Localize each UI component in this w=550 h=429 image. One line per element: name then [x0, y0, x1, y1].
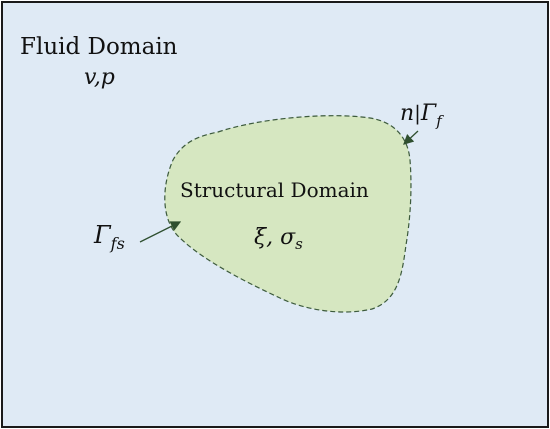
interface-symbol: Γ	[93, 221, 112, 249]
fluid-variables: v,p	[84, 65, 115, 90]
structural-domain-label: Structural Domain	[180, 178, 369, 202]
structural-domain-region	[164, 115, 412, 313]
normal-symbol: n	[400, 101, 414, 126]
interface-arrow	[139, 221, 182, 243]
normal-separator: |	[414, 101, 421, 126]
structural-variables-main: ξ, σ	[254, 225, 296, 250]
structural-variables: ξ, σs	[254, 225, 303, 253]
fluid-domain-label: Fluid Domain	[20, 34, 178, 60]
normal-boundary-symbol: Γ	[420, 101, 437, 126]
interface-subscript: fs	[110, 234, 125, 253]
normal-boundary-subscript: f	[435, 112, 444, 130]
normal-label: n|Γf	[400, 101, 444, 130]
normal-arrow	[403, 130, 419, 145]
interface-label: Γfs	[93, 221, 125, 253]
structural-variables-subscript: s	[295, 235, 303, 253]
